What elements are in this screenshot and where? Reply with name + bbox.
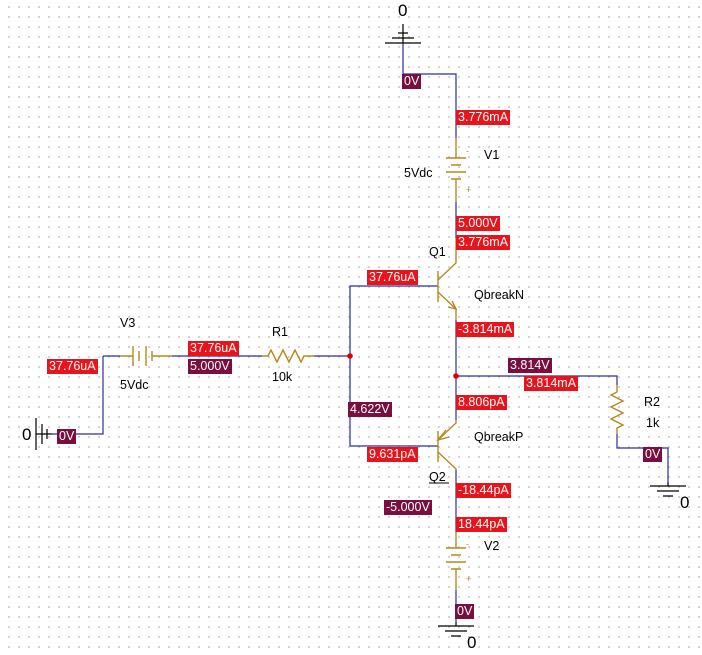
voltage-marker: -5.000V xyxy=(384,500,432,515)
v3-value: 5Vdc xyxy=(120,378,149,392)
current-marker: 3.814mA xyxy=(524,376,579,391)
voltage-marker: 0V xyxy=(402,74,422,89)
svg-text:+: + xyxy=(466,574,471,584)
q2-pnp-transistor-icon xyxy=(436,420,457,470)
q1-npn-transistor-icon xyxy=(437,238,458,320)
ground-top-icon xyxy=(385,24,421,44)
voltage-marker: 5.000V xyxy=(188,359,232,374)
current-marker: -3.814mA xyxy=(456,322,515,337)
v3-name: V3 xyxy=(120,316,135,330)
r1-name: R1 xyxy=(272,325,288,339)
q1-name: Q1 xyxy=(429,245,446,259)
v3-battery-icon xyxy=(120,346,172,366)
ground-right-icon xyxy=(650,482,686,497)
svg-text:-: - xyxy=(466,146,469,156)
voltage-marker: 0V xyxy=(643,447,663,462)
q2-model: QbreakP xyxy=(474,430,523,444)
r2-name: R2 xyxy=(644,395,660,409)
current-marker: 5.000V xyxy=(456,216,500,231)
v2-battery-icon xyxy=(446,532,466,590)
wire-r2-ground xyxy=(616,434,669,482)
ground-bottom-icon xyxy=(438,622,474,637)
r2-value: 1k xyxy=(646,416,660,430)
v1-name: V1 xyxy=(484,148,499,162)
current-marker: 9.631pA xyxy=(367,447,418,462)
v2-name: V2 xyxy=(484,539,499,553)
v1-battery-icon xyxy=(446,138,466,202)
ground-left-label: 0 xyxy=(22,425,31,444)
current-marker: 3.776mA xyxy=(456,235,511,250)
junction-node xyxy=(453,373,459,379)
v1-value: 5Vdc xyxy=(404,166,433,180)
current-marker: -18.44pA xyxy=(456,483,511,498)
wire-top-ground xyxy=(402,43,457,138)
current-marker: 8.806pA xyxy=(456,395,507,410)
current-marker: 18.44pA xyxy=(456,517,507,532)
wire-base-bus xyxy=(349,285,438,447)
wires xyxy=(52,43,669,622)
r1-resistor-icon xyxy=(262,348,314,364)
voltage-marker: 4.622V xyxy=(348,402,392,417)
ground-right-label: 0 xyxy=(680,493,689,512)
current-marker: 3.776mA xyxy=(456,110,511,125)
ground-top-label: 0 xyxy=(398,1,407,20)
current-marker: 37.76uA xyxy=(367,270,418,285)
q1-model: QbreakN xyxy=(474,288,524,302)
ground-left-icon xyxy=(35,418,52,450)
r2-resistor-icon xyxy=(609,385,625,434)
junction-node xyxy=(347,353,353,359)
voltage-marker: 3.814V xyxy=(508,358,552,373)
svg-text:+: + xyxy=(466,185,471,195)
r1-value: 10k xyxy=(272,370,293,384)
current-marker: 37.76uA xyxy=(188,341,239,356)
current-marker: 37.76uA xyxy=(47,359,98,374)
q2-name: Q2 xyxy=(429,470,446,484)
voltage-marker: 0V xyxy=(57,429,77,444)
svg-text:-: - xyxy=(466,539,469,549)
voltage-marker: 0V xyxy=(455,604,475,619)
ground-bottom-label: 0 xyxy=(467,633,476,652)
